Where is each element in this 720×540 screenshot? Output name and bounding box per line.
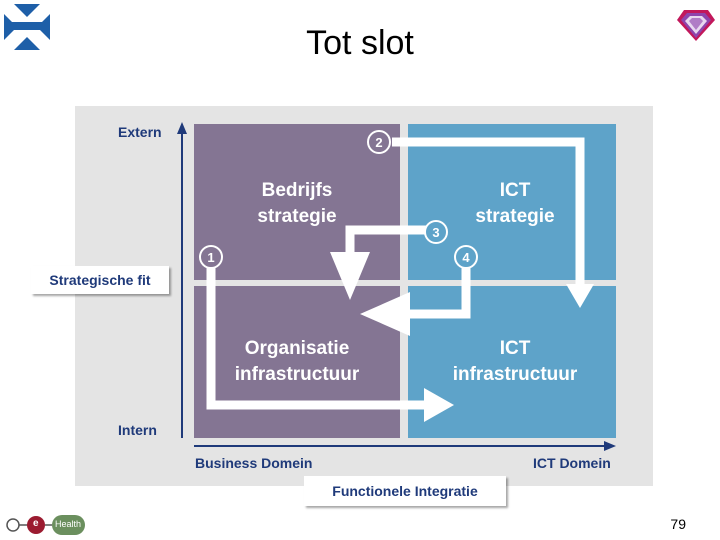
arrow-1-path bbox=[206, 266, 454, 422]
marker-4 bbox=[454, 245, 478, 269]
axis-label-business-domain: Business Domein bbox=[195, 455, 313, 471]
marker-3-label: 3 bbox=[432, 225, 439, 240]
vertical-axis bbox=[177, 122, 187, 438]
diamond-logo-icon bbox=[677, 10, 715, 41]
ehealth-logo-text: Health bbox=[55, 519, 82, 529]
arrow-4-path bbox=[360, 266, 471, 336]
quadrant-organisation-infrastructure bbox=[194, 286, 400, 438]
ehealth-logo-letter: e bbox=[33, 518, 39, 529]
arrow-3-path bbox=[330, 225, 426, 300]
marker-4-label: 4 bbox=[462, 250, 470, 265]
strategic-fit-label: Strategische fit bbox=[31, 266, 169, 294]
page-number: 79 bbox=[670, 516, 686, 532]
axis-label-intern: Intern bbox=[118, 422, 157, 438]
horizontal-axis bbox=[194, 441, 616, 451]
arrow-2-path bbox=[392, 137, 594, 308]
flag-logo-icon bbox=[4, 4, 50, 50]
marker-3 bbox=[424, 220, 448, 244]
marker-2 bbox=[367, 130, 391, 154]
ehealth-logo: e Health bbox=[4, 514, 86, 536]
functional-integration-label: Functionele Integratie bbox=[304, 476, 506, 506]
marker-1-label: 1 bbox=[207, 250, 214, 265]
marker-2-label: 2 bbox=[375, 135, 382, 150]
axis-label-ict-domain: ICT Domein bbox=[533, 455, 611, 471]
slide-title: Tot slot bbox=[306, 24, 414, 62]
marker-1 bbox=[199, 245, 223, 269]
ehealth-logo-icon bbox=[6, 515, 85, 535]
axis-label-extern: Extern bbox=[118, 124, 162, 140]
